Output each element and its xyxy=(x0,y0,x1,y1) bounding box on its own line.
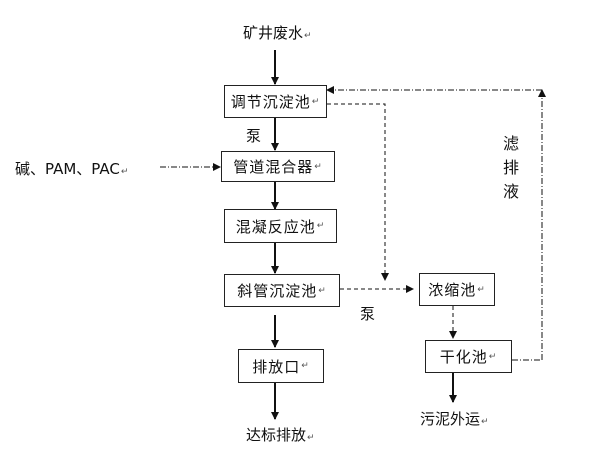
sludge-line-from-regulating xyxy=(327,103,389,281)
node-coagulation-tank: 混凝反应池↵ xyxy=(224,209,337,243)
node-inclined-tube-tank: 斜管沉淀池↵ xyxy=(224,274,340,307)
node-thickener: 浓缩池↵ xyxy=(419,273,495,306)
label-pump-upper: 泵 xyxy=(246,127,262,145)
node-regulating-tank: 调节沉淀池↵ xyxy=(224,85,327,118)
node-pipe-mixer: 管道混合器↵ xyxy=(221,151,335,182)
node-compliant-discharge: 达标排放↵ xyxy=(246,426,315,444)
label-filtrate-return: 滤排液 xyxy=(502,134,519,201)
node-discharge-outlet: 排放口↵ xyxy=(238,349,324,383)
node-dewatering-tank: 干化池↵ xyxy=(425,340,512,373)
label-chemicals: 碱、PAM、PAC↵ xyxy=(15,160,129,178)
label-pump-lower: 泵 xyxy=(360,305,376,323)
node-sludge-transport: 污泥外运↵ xyxy=(420,410,489,428)
node-mine-wastewater: 矿井废水↵ xyxy=(243,24,312,42)
